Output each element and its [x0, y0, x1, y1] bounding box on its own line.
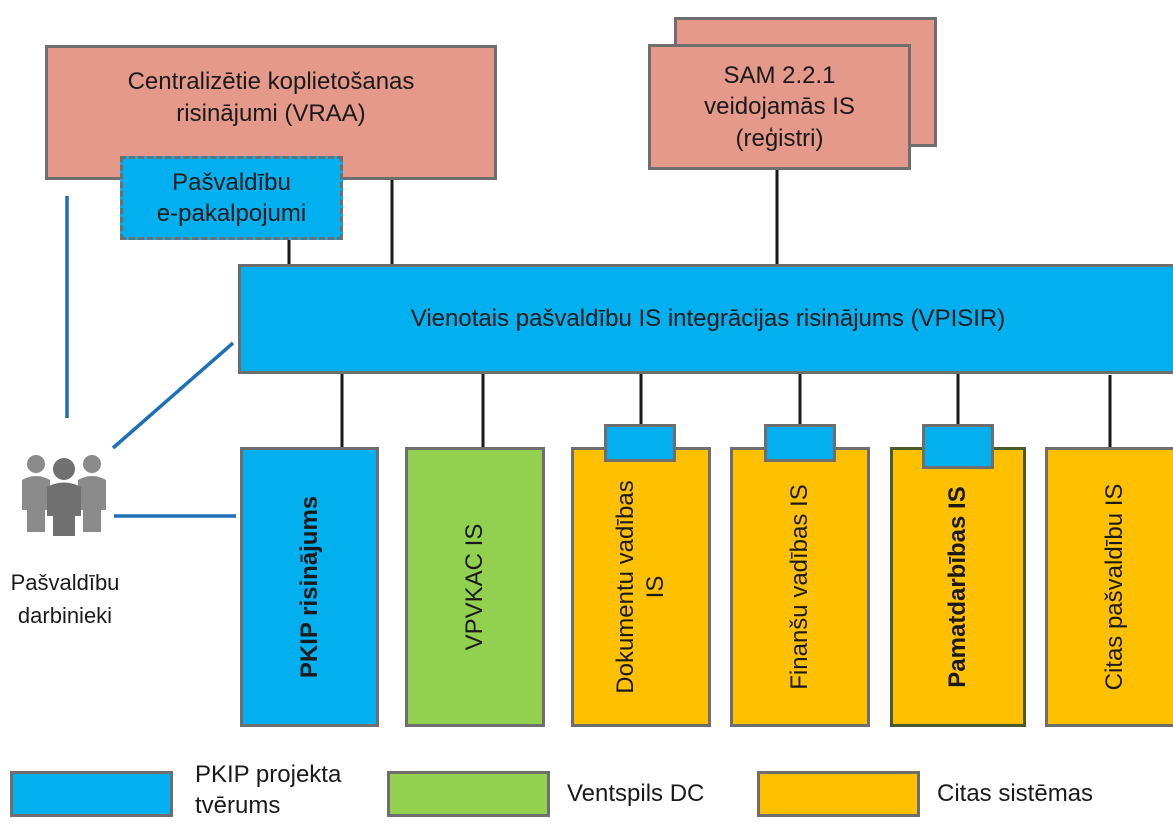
users-icon: [22, 455, 106, 536]
legend-other-label: Citas sistēmas: [937, 780, 1094, 807]
centralized-label-line2: risinājumi (VRAA): [176, 99, 366, 127]
system-finance-adapter: [764, 424, 836, 462]
centralized-label-line1: Centralizētie koplietošanas: [127, 68, 415, 96]
system-pkip[interactable]: PKIP risinājums: [240, 447, 379, 727]
system-pkip-label: PKIP risinājums: [295, 495, 323, 679]
legend-pkip-line2: tvērums: [195, 792, 281, 820]
system-other[interactable]: Citas pašvaldību IS: [1045, 447, 1173, 727]
users-label-line1: Pašvaldību: [10, 570, 120, 595]
users-label: Pašvaldību darbinieki: [0, 566, 130, 632]
connector-users-to-vpisir: [111, 341, 235, 450]
system-documents[interactable]: Dokumentu vadības IS: [571, 447, 711, 727]
legend-pkip-swatch: [10, 771, 173, 817]
system-documents-label-line1: Dokumentu vadības: [612, 480, 639, 694]
eservices-label-line2: e-pakalpojumi: [156, 200, 307, 227]
system-vpvkac-label: VPVKAC IS: [461, 523, 488, 651]
system-finance[interactable]: Finanšu vadības IS: [730, 447, 870, 727]
municipal-eservices-box[interactable]: Pašvaldību e-pakalpojumi: [120, 156, 343, 240]
system-other-label: Citas pašvaldību IS: [1101, 483, 1128, 691]
system-documents-label: Dokumentu vadības IS: [611, 480, 671, 693]
legend-ventspils-swatch: [387, 771, 550, 817]
sam-label-line1: SAM 2.2.1: [723, 62, 836, 90]
system-documents-adapter: [604, 424, 676, 462]
sam-label-line3: (reģistri): [735, 124, 824, 152]
vpisir-integration-bar[interactable]: Vienotais pašvaldību IS integrācijas ris…: [238, 264, 1173, 374]
system-core[interactable]: Pamatdarbības IS: [890, 447, 1026, 727]
sam-registry-box[interactable]: SAM 2.2.1 veidojamās IS (reģistri): [648, 44, 911, 170]
legend-pkip-label: PKIP projekta tvērums: [195, 759, 341, 821]
legend-other-swatch: [757, 771, 920, 817]
system-vpvkac[interactable]: VPVKAC IS: [405, 447, 545, 727]
eservices-label-line1: Pašvaldību: [172, 168, 291, 196]
legend-pkip-line1: PKIP projekta: [195, 761, 342, 788]
users-label-line2: darbinieki: [17, 603, 113, 628]
system-finance-label: Finanšu vadības IS: [786, 484, 813, 690]
system-core-adapter: [922, 424, 994, 469]
system-core-label: Pamatdarbības IS: [944, 486, 971, 688]
system-documents-label-line2: IS: [642, 575, 669, 599]
sam-label-line2: veidojamās IS: [704, 93, 855, 121]
vpisir-label: Vienotais pašvaldību IS integrācijas ris…: [410, 305, 1006, 333]
legend-ventspils-label: Ventspils DC: [567, 780, 705, 807]
